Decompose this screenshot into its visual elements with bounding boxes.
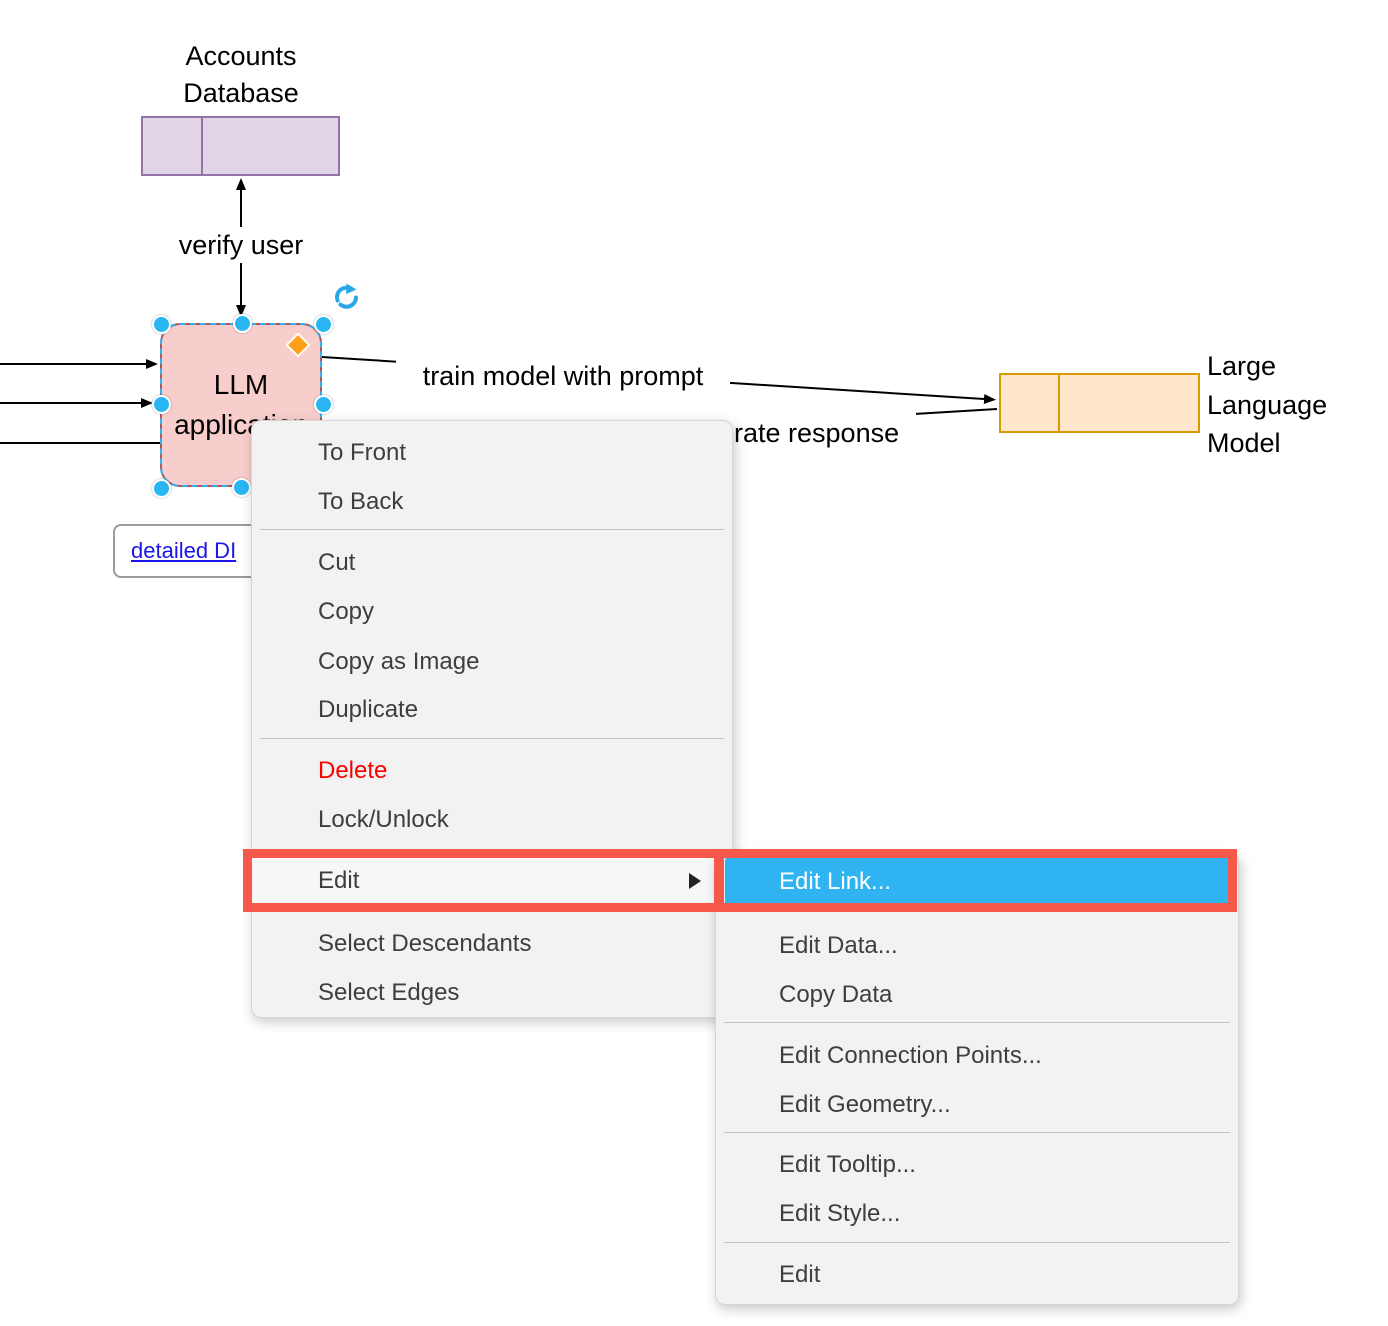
accounts-database-shape[interactable]: [141, 116, 340, 176]
large-language-model-label: Large Language Model: [1207, 351, 1328, 458]
menu-item-cut[interactable]: Cut: [318, 549, 356, 576]
context-menu: To Front To Back Cut Copy Copy as Image …: [251, 420, 733, 1018]
train-model-edge-label[interactable]: train model with prompt: [396, 358, 730, 394]
rotate-shape-icon[interactable]: [331, 283, 359, 311]
menu-item-copy-as-image[interactable]: Copy as Image: [318, 648, 480, 675]
submenu-item-edit-link-label: Edit Link...: [779, 868, 892, 895]
menu-item-edit[interactable]: Edit: [253, 858, 715, 904]
submenu-item-copy-data[interactable]: Copy Data: [779, 981, 893, 1008]
edit-submenu: Edit Link... Edit Data... Copy Data Edit…: [715, 853, 1239, 1305]
menu-item-duplicate[interactable]: Duplicate: [318, 696, 419, 723]
menu-item-to-back[interactable]: To Back: [318, 488, 404, 515]
database-divider: [201, 118, 203, 174]
accounts-database-label: Accounts Database: [183, 41, 299, 108]
detailed-dfd-link[interactable]: detailed DI: [131, 538, 237, 563]
menu-separator: [724, 1242, 1230, 1243]
handle-mid-right[interactable]: [314, 395, 333, 414]
handle-bottom-mid[interactable]: [232, 478, 251, 497]
menu-separator: [260, 738, 724, 739]
handle-top-mid[interactable]: [233, 314, 252, 333]
menu-item-lock-unlock[interactable]: Lock/Unlock: [318, 806, 449, 833]
menu-separator: [260, 529, 724, 530]
submenu-item-edit[interactable]: Edit: [779, 1261, 821, 1288]
submenu-item-edit-data[interactable]: Edit Data...: [779, 932, 898, 959]
submenu-item-edit-link[interactable]: Edit Link...: [725, 858, 1229, 906]
submenu-item-edit-style[interactable]: Edit Style...: [779, 1200, 901, 1227]
handle-top-right[interactable]: [314, 315, 333, 334]
database-divider: [1058, 375, 1060, 431]
menu-item-edit-label: Edit: [318, 867, 360, 894]
menu-item-select-descendants[interactable]: Select Descendants: [318, 930, 532, 957]
generate-response-edge-label[interactable]: rate response: [727, 411, 916, 455]
menu-item-copy[interactable]: Copy: [318, 598, 375, 625]
handle-mid-left[interactable]: [152, 395, 171, 414]
menu-item-to-front[interactable]: To Front: [318, 439, 407, 466]
submenu-arrow-icon: [689, 873, 701, 889]
menu-item-select-edges[interactable]: Select Edges: [318, 979, 460, 1006]
submenu-item-edit-tooltip[interactable]: Edit Tooltip...: [779, 1151, 916, 1178]
menu-separator: [724, 1132, 1230, 1133]
handle-top-left[interactable]: [152, 315, 171, 334]
menu-item-delete[interactable]: Delete: [318, 757, 388, 784]
submenu-item-edit-geometry[interactable]: Edit Geometry...: [779, 1091, 951, 1118]
verify-user-edge-label[interactable]: verify user: [166, 227, 316, 263]
handle-bottom-left[interactable]: [152, 479, 171, 498]
large-language-model-shape[interactable]: [999, 373, 1200, 433]
menu-separator: [724, 1022, 1230, 1023]
submenu-item-edit-connection-points[interactable]: Edit Connection Points...: [779, 1042, 1042, 1069]
